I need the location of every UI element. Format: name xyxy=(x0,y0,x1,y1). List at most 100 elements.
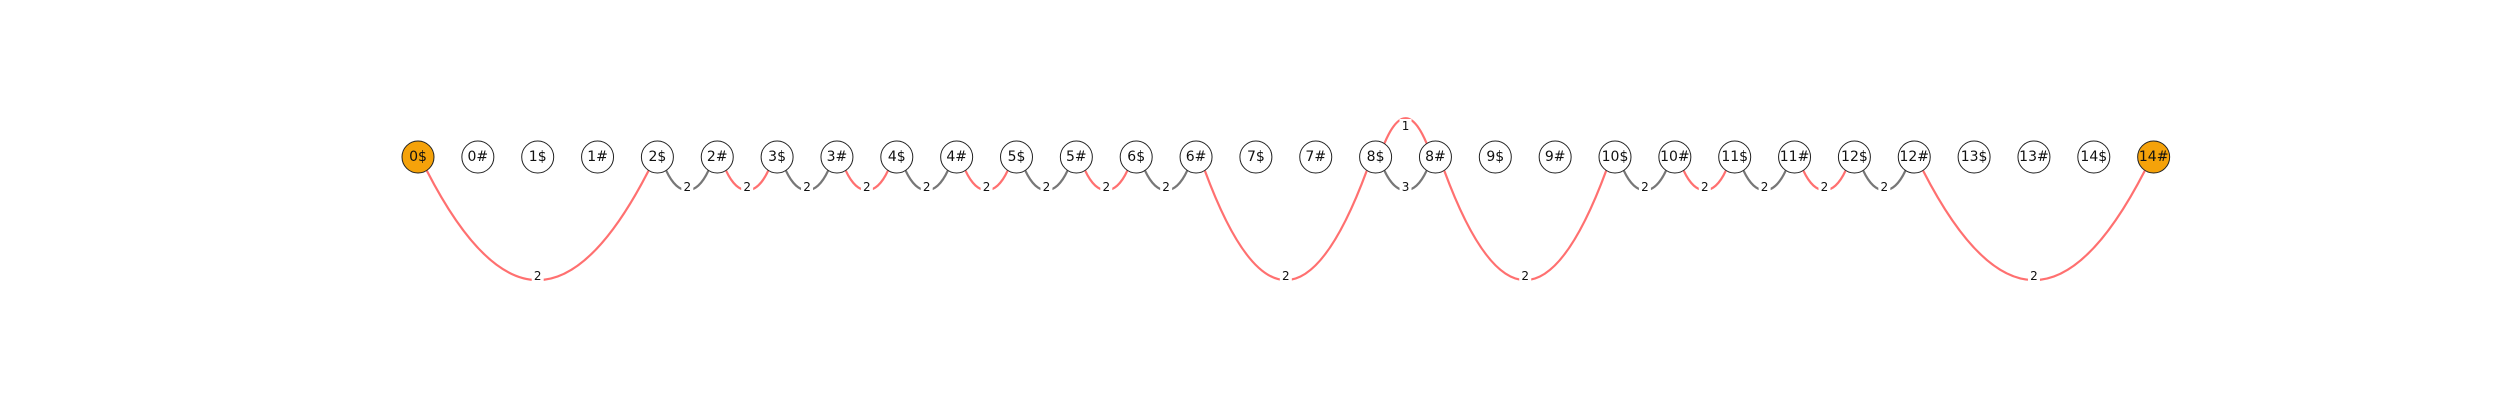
node-label: 14# xyxy=(2139,149,2169,165)
node-circle xyxy=(1718,140,1752,174)
node-circle xyxy=(940,140,974,174)
graph-node: 0$ xyxy=(401,140,435,174)
node-circle xyxy=(1658,140,1692,174)
node-circle xyxy=(760,140,794,174)
graph-node: 11# xyxy=(1778,140,1812,174)
node-label: 7$ xyxy=(1247,149,1265,165)
node-label: 3$ xyxy=(768,149,786,165)
node-label: 8$ xyxy=(1367,149,1385,165)
edge-weight-label: 2 xyxy=(923,180,931,194)
edge-weight-label: 2 xyxy=(1701,180,1709,194)
edge-label-background xyxy=(1160,180,1173,194)
graph-node: 14# xyxy=(2137,140,2171,174)
graph-node: 8# xyxy=(1418,140,1452,174)
node-circle xyxy=(1897,140,1931,174)
graph-node: 3$ xyxy=(760,140,794,174)
graph-node: 10$ xyxy=(1598,140,1632,174)
node-label: 4$ xyxy=(888,149,906,165)
edge-weight-label: 2 xyxy=(1521,269,1529,283)
node-circle xyxy=(461,140,495,174)
node-label: 13$ xyxy=(1961,149,1988,165)
graph-node: 8$ xyxy=(1359,140,1393,174)
node-circle xyxy=(401,140,435,174)
node-label: 10# xyxy=(1660,149,1690,165)
node-circle xyxy=(1179,140,1213,174)
edge-weight-label: 2 xyxy=(1761,180,1769,194)
edge-weight-label: 2 xyxy=(1881,180,1889,194)
node-label: 11$ xyxy=(1721,149,1748,165)
node-circle xyxy=(640,140,674,174)
edge-weight-label: 2 xyxy=(1282,269,1290,283)
edge-label-background xyxy=(1519,269,1532,283)
graph-node: 1$ xyxy=(521,140,555,174)
edge-label-background xyxy=(980,180,993,194)
edge-label-background xyxy=(1279,269,1292,283)
graph-node: 2$ xyxy=(640,140,674,174)
node-label: 0$ xyxy=(409,149,427,165)
node-circle xyxy=(521,140,555,174)
graph-node: 11$ xyxy=(1718,140,1752,174)
graph-node: 4$ xyxy=(880,140,914,174)
node-label: 10$ xyxy=(1602,149,1629,165)
node-label: 12# xyxy=(1899,149,1929,165)
edge-weight-label: 2 xyxy=(534,269,542,283)
edge-label-background xyxy=(681,180,694,194)
edge-label-background xyxy=(1638,180,1651,194)
edge-weight-label: 2 xyxy=(983,180,991,194)
node-label: 4# xyxy=(946,149,967,165)
graph-node: 14$ xyxy=(2077,140,2111,174)
node-label: 3# xyxy=(827,149,848,165)
node-circle xyxy=(700,140,734,174)
edge-weight-label: 2 xyxy=(2030,269,2038,283)
edge-8$-8# xyxy=(1383,117,1428,144)
node-label: 5# xyxy=(1066,149,1087,165)
node-circle xyxy=(1059,140,1093,174)
node-label: 13# xyxy=(2019,149,2049,165)
graph-node: 4# xyxy=(940,140,974,174)
edge-6#-8$ xyxy=(1203,170,1368,282)
nodes-layer: 0$0#1$1#2$2#3$3#4$4#5$5#6$6#7$7#8$8#9$9#… xyxy=(401,140,2171,174)
graph-node: 13# xyxy=(2017,140,2051,174)
node-circle xyxy=(1598,140,1632,174)
edge-label-background xyxy=(1100,180,1113,194)
edge-12#-14# xyxy=(1922,170,2146,281)
node-circle xyxy=(1418,140,1452,174)
node-label: 6$ xyxy=(1127,149,1145,165)
node-circle xyxy=(1478,140,1512,174)
graph-node: 5$ xyxy=(1000,140,1033,174)
node-label: 8# xyxy=(1425,149,1446,165)
node-circle xyxy=(1299,140,1333,174)
edge-label-background xyxy=(741,180,754,194)
node-circle xyxy=(1359,140,1393,174)
edge-weight-label: 2 xyxy=(743,180,751,194)
graph-node: 3# xyxy=(820,140,854,174)
node-circle xyxy=(1119,140,1153,174)
node-label: 9$ xyxy=(1486,149,1504,165)
node-circle xyxy=(1778,140,1812,174)
node-circle xyxy=(1538,140,1572,174)
graph-node: 12# xyxy=(1897,140,1931,174)
edge-weight-label: 2 xyxy=(803,180,811,194)
node-label: 14$ xyxy=(2080,149,2107,165)
edges-layer xyxy=(425,117,2146,282)
edge-0$-2$ xyxy=(425,170,650,281)
graph-node: 9$ xyxy=(1478,140,1512,174)
node-label: 0# xyxy=(468,149,489,165)
graph-node: 10# xyxy=(1658,140,1692,174)
graph-node: 9# xyxy=(1538,140,1572,174)
node-circle xyxy=(880,140,914,174)
graph-node: 13$ xyxy=(1957,140,1991,174)
graph-node: 0# xyxy=(461,140,495,174)
node-circle xyxy=(581,140,615,174)
graph-node: 2# xyxy=(700,140,734,174)
edge-label-background xyxy=(1399,119,1412,133)
edge-label-background xyxy=(1758,180,1771,194)
node-circle xyxy=(2077,140,2111,174)
node-circle xyxy=(2137,140,2171,174)
edge-weight-label: 2 xyxy=(1043,180,1051,194)
node-label: 6# xyxy=(1186,149,1207,165)
edge-weight-label: 2 xyxy=(1641,180,1649,194)
edge-label-background xyxy=(860,180,873,194)
graph-node: 7# xyxy=(1299,140,1333,174)
